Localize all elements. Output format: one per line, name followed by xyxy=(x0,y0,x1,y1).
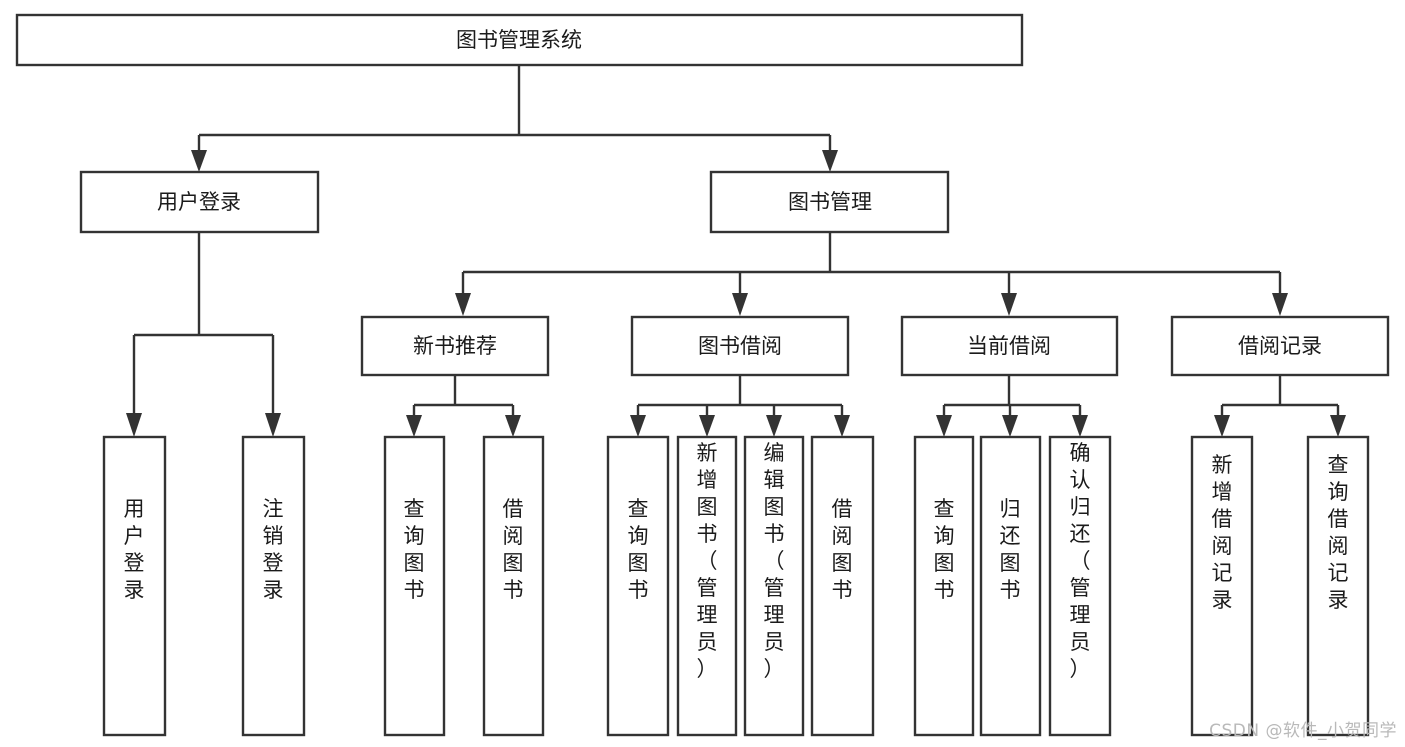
node-leaf-borrow-book-1-box[interactable] xyxy=(482,435,545,737)
node-borrow-record-box[interactable] xyxy=(1170,315,1390,377)
node-leaf-return-book[interactable]: 归还图书 xyxy=(979,435,1042,737)
connector-user-login-to-leaves xyxy=(126,232,281,437)
arrowhead-current-borrow xyxy=(1001,293,1017,316)
node-borrow-record[interactable]: 借阅记录 xyxy=(1170,315,1390,377)
node-leaf-user-logout[interactable]: 注销登录 xyxy=(241,435,306,737)
node-borrow-record-label: 借阅记录 xyxy=(1238,334,1322,358)
arrowhead-leaf-query-book-2 xyxy=(630,415,646,437)
node-leaf-add-book-box[interactable] xyxy=(676,435,738,737)
node-root-box[interactable] xyxy=(15,13,1024,67)
arrowhead-leaf-user-logout xyxy=(265,413,281,437)
arrowhead-new-book-recommend xyxy=(455,293,471,316)
arrowhead-leaf-borrow-book-1 xyxy=(505,415,521,437)
connector-book-manage-to-level3 xyxy=(455,232,1288,316)
node-leaf-user-logout-box[interactable] xyxy=(241,435,306,737)
node-leaf-confirm-return-label: 确认归还（管理员） xyxy=(1070,441,1091,681)
arrowhead-leaf-return-book xyxy=(1002,415,1018,437)
arrowhead-leaf-query-book-3 xyxy=(936,415,952,437)
node-leaf-borrow-book-2-label: 借阅图书 xyxy=(832,497,853,602)
node-book-manage[interactable]: 图书管理 xyxy=(709,170,950,234)
node-leaf-user-login[interactable]: 用户登录 xyxy=(102,435,167,737)
node-current-borrow-label: 当前借阅 xyxy=(967,334,1051,358)
node-leaf-borrow-book-2[interactable]: 借阅图书 xyxy=(810,435,875,737)
node-leaf-query-book-2-box[interactable] xyxy=(606,435,670,737)
node-leaf-user-logout-label: 注销登录 xyxy=(263,497,284,602)
node-leaf-query-book-3[interactable]: 查询图书 xyxy=(913,435,975,737)
node-leaf-edit-book[interactable]: 编辑图书（管理员） xyxy=(743,435,805,737)
arrowhead-leaf-confirm-return xyxy=(1072,415,1088,437)
arrowhead-leaf-user-login xyxy=(126,413,142,437)
node-leaf-borrow-book-2-box[interactable] xyxy=(810,435,875,737)
node-root[interactable]: 图书管理系统 xyxy=(15,13,1024,67)
node-leaf-query-book-1-label: 查询图书 xyxy=(404,497,425,602)
node-book-borrow-box[interactable] xyxy=(630,315,850,377)
arrowhead-book-borrow xyxy=(732,293,748,316)
arrowhead-leaf-query-record xyxy=(1330,415,1346,437)
node-book-manage-box[interactable] xyxy=(709,170,950,234)
node-new-book-recommend[interactable]: 新书推荐 xyxy=(360,315,550,377)
node-leaf-query-record[interactable]: 查询借阅记录 xyxy=(1306,435,1370,737)
node-user-login-box[interactable] xyxy=(79,170,320,234)
node-book-borrow-label: 图书借阅 xyxy=(698,334,782,358)
node-leaf-user-login-box[interactable] xyxy=(102,435,167,737)
node-leaf-confirm-return[interactable]: 确认归还（管理员） xyxy=(1048,435,1112,737)
arrowhead-leaf-query-book-1 xyxy=(406,415,422,437)
node-leaf-add-book-label: 新增图书（管理员） xyxy=(697,441,718,681)
node-leaf-query-record-box[interactable] xyxy=(1306,435,1370,737)
node-leaf-return-book-label: 归还图书 xyxy=(1000,497,1021,602)
node-leaf-add-record[interactable]: 新增借阅记录 xyxy=(1190,435,1254,737)
node-leaf-query-book-1-box[interactable] xyxy=(383,435,446,737)
node-leaf-borrow-book-1-label: 借阅图书 xyxy=(503,497,524,602)
node-leaf-query-book-3-box[interactable] xyxy=(913,435,975,737)
connector-borrow-record-to-leaves xyxy=(1214,375,1346,437)
node-leaf-query-book-3-label: 查询图书 xyxy=(934,497,955,602)
node-leaf-query-book-1[interactable]: 查询图书 xyxy=(383,435,446,737)
node-leaf-add-record-label: 新增借阅记录 xyxy=(1212,453,1233,612)
node-leaf-borrow-book-1[interactable]: 借阅图书 xyxy=(482,435,545,737)
connector-current-borrow-to-leaves xyxy=(936,375,1088,437)
node-current-borrow[interactable]: 当前借阅 xyxy=(900,315,1119,377)
csdn-watermark: CSDN @软件_小贺同学 xyxy=(1209,721,1397,741)
connector-new-book-recommend-to-leaves xyxy=(406,375,521,437)
node-leaf-query-book-2-label: 查询图书 xyxy=(628,497,649,602)
node-leaf-add-record-box[interactable] xyxy=(1190,435,1254,737)
node-leaf-add-book[interactable]: 新增图书（管理员） xyxy=(676,435,738,737)
node-root-label: 图书管理系统 xyxy=(456,28,582,52)
node-user-login-label: 用户登录 xyxy=(157,190,241,214)
node-leaf-query-record-label: 查询借阅记录 xyxy=(1328,453,1349,612)
node-leaf-user-login-label: 用户登录 xyxy=(124,497,145,602)
arrowhead-leaf-add-record xyxy=(1214,415,1230,437)
node-book-borrow[interactable]: 图书借阅 xyxy=(630,315,850,377)
arrowhead-book-manage xyxy=(822,150,838,172)
node-current-borrow-box[interactable] xyxy=(900,315,1119,377)
connector-root-to-level2 xyxy=(191,65,838,172)
node-book-manage-label: 图书管理 xyxy=(788,190,872,214)
node-leaf-edit-book-label: 编辑图书（管理员） xyxy=(764,441,785,681)
arrowhead-borrow-record xyxy=(1272,293,1288,316)
arrowhead-user-login xyxy=(191,150,207,172)
node-leaf-confirm-return-box[interactable] xyxy=(1048,435,1112,737)
arrowhead-leaf-add-book xyxy=(699,415,715,437)
node-new-book-recommend-label: 新书推荐 xyxy=(413,334,497,358)
arrowhead-leaf-edit-book xyxy=(766,415,782,437)
node-leaf-return-book-box[interactable] xyxy=(979,435,1042,737)
node-leaf-edit-book-box[interactable] xyxy=(743,435,805,737)
arrowhead-leaf-borrow-book-2 xyxy=(834,415,850,437)
node-new-book-recommend-box[interactable] xyxy=(360,315,550,377)
connector-book-borrow-to-leaves xyxy=(630,375,850,437)
node-user-login[interactable]: 用户登录 xyxy=(79,170,320,234)
node-leaf-query-book-2[interactable]: 查询图书 xyxy=(606,435,670,737)
